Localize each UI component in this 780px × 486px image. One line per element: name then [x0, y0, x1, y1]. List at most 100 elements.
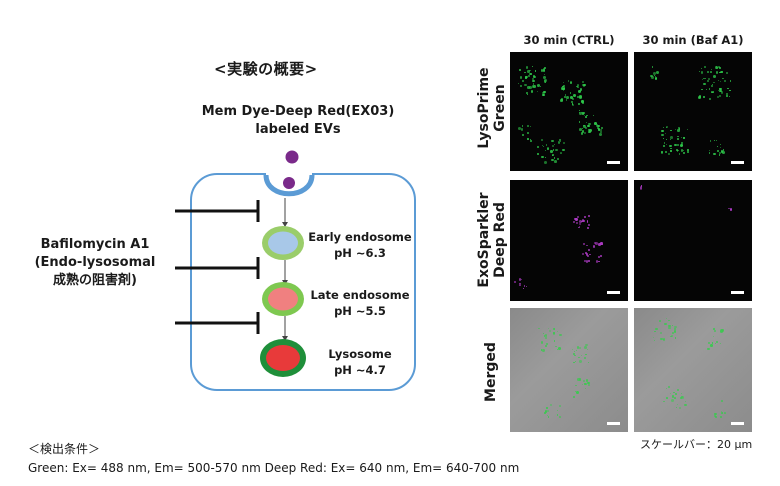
fluorescence-speckle — [548, 327, 550, 330]
fluorescence-speckle — [721, 329, 725, 333]
fluorescence-speckle — [540, 340, 544, 344]
fluorescence-speckle — [718, 94, 721, 97]
fluorescence-speckle — [670, 335, 673, 338]
fluorescence-speckle — [533, 85, 536, 88]
fluorescence-speckle — [673, 391, 675, 394]
fluorescence-speckle — [541, 155, 544, 159]
fluorescence-speckle — [722, 149, 725, 151]
scale-bar — [607, 161, 620, 164]
fluorescence-speckle — [580, 111, 583, 114]
fluorescence-speckle — [669, 392, 671, 395]
fluorescence-speckle — [585, 353, 587, 355]
fluorescence-speckle — [562, 148, 565, 152]
scale-bar-note: スケールバー：20 µm — [640, 438, 753, 451]
fluorescence-speckle — [667, 152, 671, 155]
fluorescence-speckle — [562, 82, 564, 84]
fluorescence-speckle — [571, 348, 574, 351]
fluorescence-speckle — [582, 220, 585, 223]
fluorescence-speckle — [551, 159, 554, 162]
fluorescence-speckle — [588, 123, 591, 126]
fluorescence-speckle — [592, 245, 596, 248]
fluorescence-speckle — [576, 390, 580, 394]
fluorescence-speckle — [710, 344, 713, 347]
fluorescence-speckle — [586, 244, 588, 246]
fluorescence-speckle — [563, 95, 566, 98]
fluorescence-speckle — [518, 69, 521, 71]
fluorescence-speckle — [548, 329, 552, 333]
stage-ph: pH ~6.3 — [334, 246, 386, 260]
fluorescence-speckle — [559, 333, 562, 337]
image-panel-exosparkler-baf — [634, 180, 752, 301]
fluorescence-speckle — [550, 403, 553, 406]
fluorescence-speckle — [542, 91, 545, 94]
fluorescence-speckle — [671, 395, 675, 398]
fluorescence-speckle — [562, 85, 564, 88]
fluorescence-speckle — [544, 156, 546, 159]
fluorescence-speckle — [662, 144, 666, 148]
fluorescence-speckle — [546, 148, 549, 150]
fluorescence-speckle — [582, 125, 586, 129]
inhibitor-label: Bafilomycin A1 (Endo-lysosomal 成熟の阻害剤) — [20, 236, 170, 290]
fluorescence-speckle — [583, 131, 587, 135]
fluorescence-speckle — [665, 317, 667, 320]
fluorescence-speckle — [546, 407, 548, 409]
fluorescence-speckle — [701, 89, 703, 91]
fluorescence-speckle — [703, 95, 706, 98]
fluorescence-speckle — [585, 343, 588, 347]
fluorescence-speckle — [551, 154, 553, 156]
row-header-line1: LysoPrime — [476, 67, 492, 149]
fluorescence-speckle — [585, 379, 588, 382]
fluorescence-speckle — [544, 334, 548, 337]
fluorescence-speckle — [553, 328, 556, 330]
fluorescence-speckle — [594, 121, 597, 125]
fluorescence-speckle — [579, 128, 582, 131]
fluorescence-speckle — [587, 129, 590, 132]
row-header-line2: Green — [492, 84, 508, 132]
fluorescence-speckle — [552, 332, 556, 335]
fluorescence-speckle — [597, 128, 600, 131]
fluorescence-speckle — [526, 138, 529, 141]
fluorescence-speckle — [676, 143, 679, 146]
fluorescence-speckle — [598, 261, 600, 263]
fluorescence-speckle — [537, 91, 539, 93]
fluorescence-speckle — [570, 96, 573, 99]
image-panel-exosparkler-ctrl — [510, 180, 628, 301]
fluorescence-speckle — [587, 362, 589, 364]
fluorescence-speckle — [599, 129, 602, 131]
fluorescence-speckle — [583, 356, 587, 360]
fluorescence-speckle — [532, 83, 535, 85]
fluorescence-speckle — [542, 93, 545, 97]
fluorescence-speckle — [716, 96, 719, 99]
fluorescence-speckle — [558, 138, 562, 142]
stage-ph: pH ~4.7 — [334, 363, 386, 377]
fluorescence-speckle — [586, 221, 589, 224]
fluorescence-speckle — [718, 67, 722, 70]
fluorescence-speckle — [557, 141, 560, 144]
fluorescence-speckle — [719, 415, 723, 419]
fluorescence-speckle — [573, 395, 575, 398]
fluorescence-speckle — [674, 128, 677, 131]
fluorescence-speckle — [708, 78, 710, 81]
fluorescence-speckle — [573, 94, 576, 97]
fluorescence-speckle — [720, 400, 723, 402]
fluorescence-speckle — [571, 102, 574, 105]
fluorescence-speckle — [730, 208, 733, 211]
fluorescence-speckle — [581, 219, 584, 222]
fluorescence-speckle — [567, 80, 570, 82]
fluorescence-speckle — [650, 74, 653, 78]
fluorescence-speckle — [595, 259, 599, 263]
fluorescence-speckle — [665, 143, 668, 146]
fluorescence-speckle — [706, 70, 709, 73]
fluorescence-speckle — [582, 253, 585, 256]
fluorescence-speckle — [729, 89, 731, 92]
fluorescence-speckle — [578, 357, 580, 359]
fluorescence-speckle — [575, 391, 577, 393]
fluorescence-speckle — [551, 145, 554, 148]
fluorescence-speckle — [714, 139, 716, 142]
fluorescence-speckle — [519, 284, 521, 287]
fluorescence-speckle — [719, 71, 721, 74]
fluorescence-speckle — [546, 414, 549, 417]
fluorescence-speckle — [667, 386, 671, 389]
fluorescence-speckle — [589, 129, 592, 132]
fluorescence-speckle — [675, 337, 677, 339]
